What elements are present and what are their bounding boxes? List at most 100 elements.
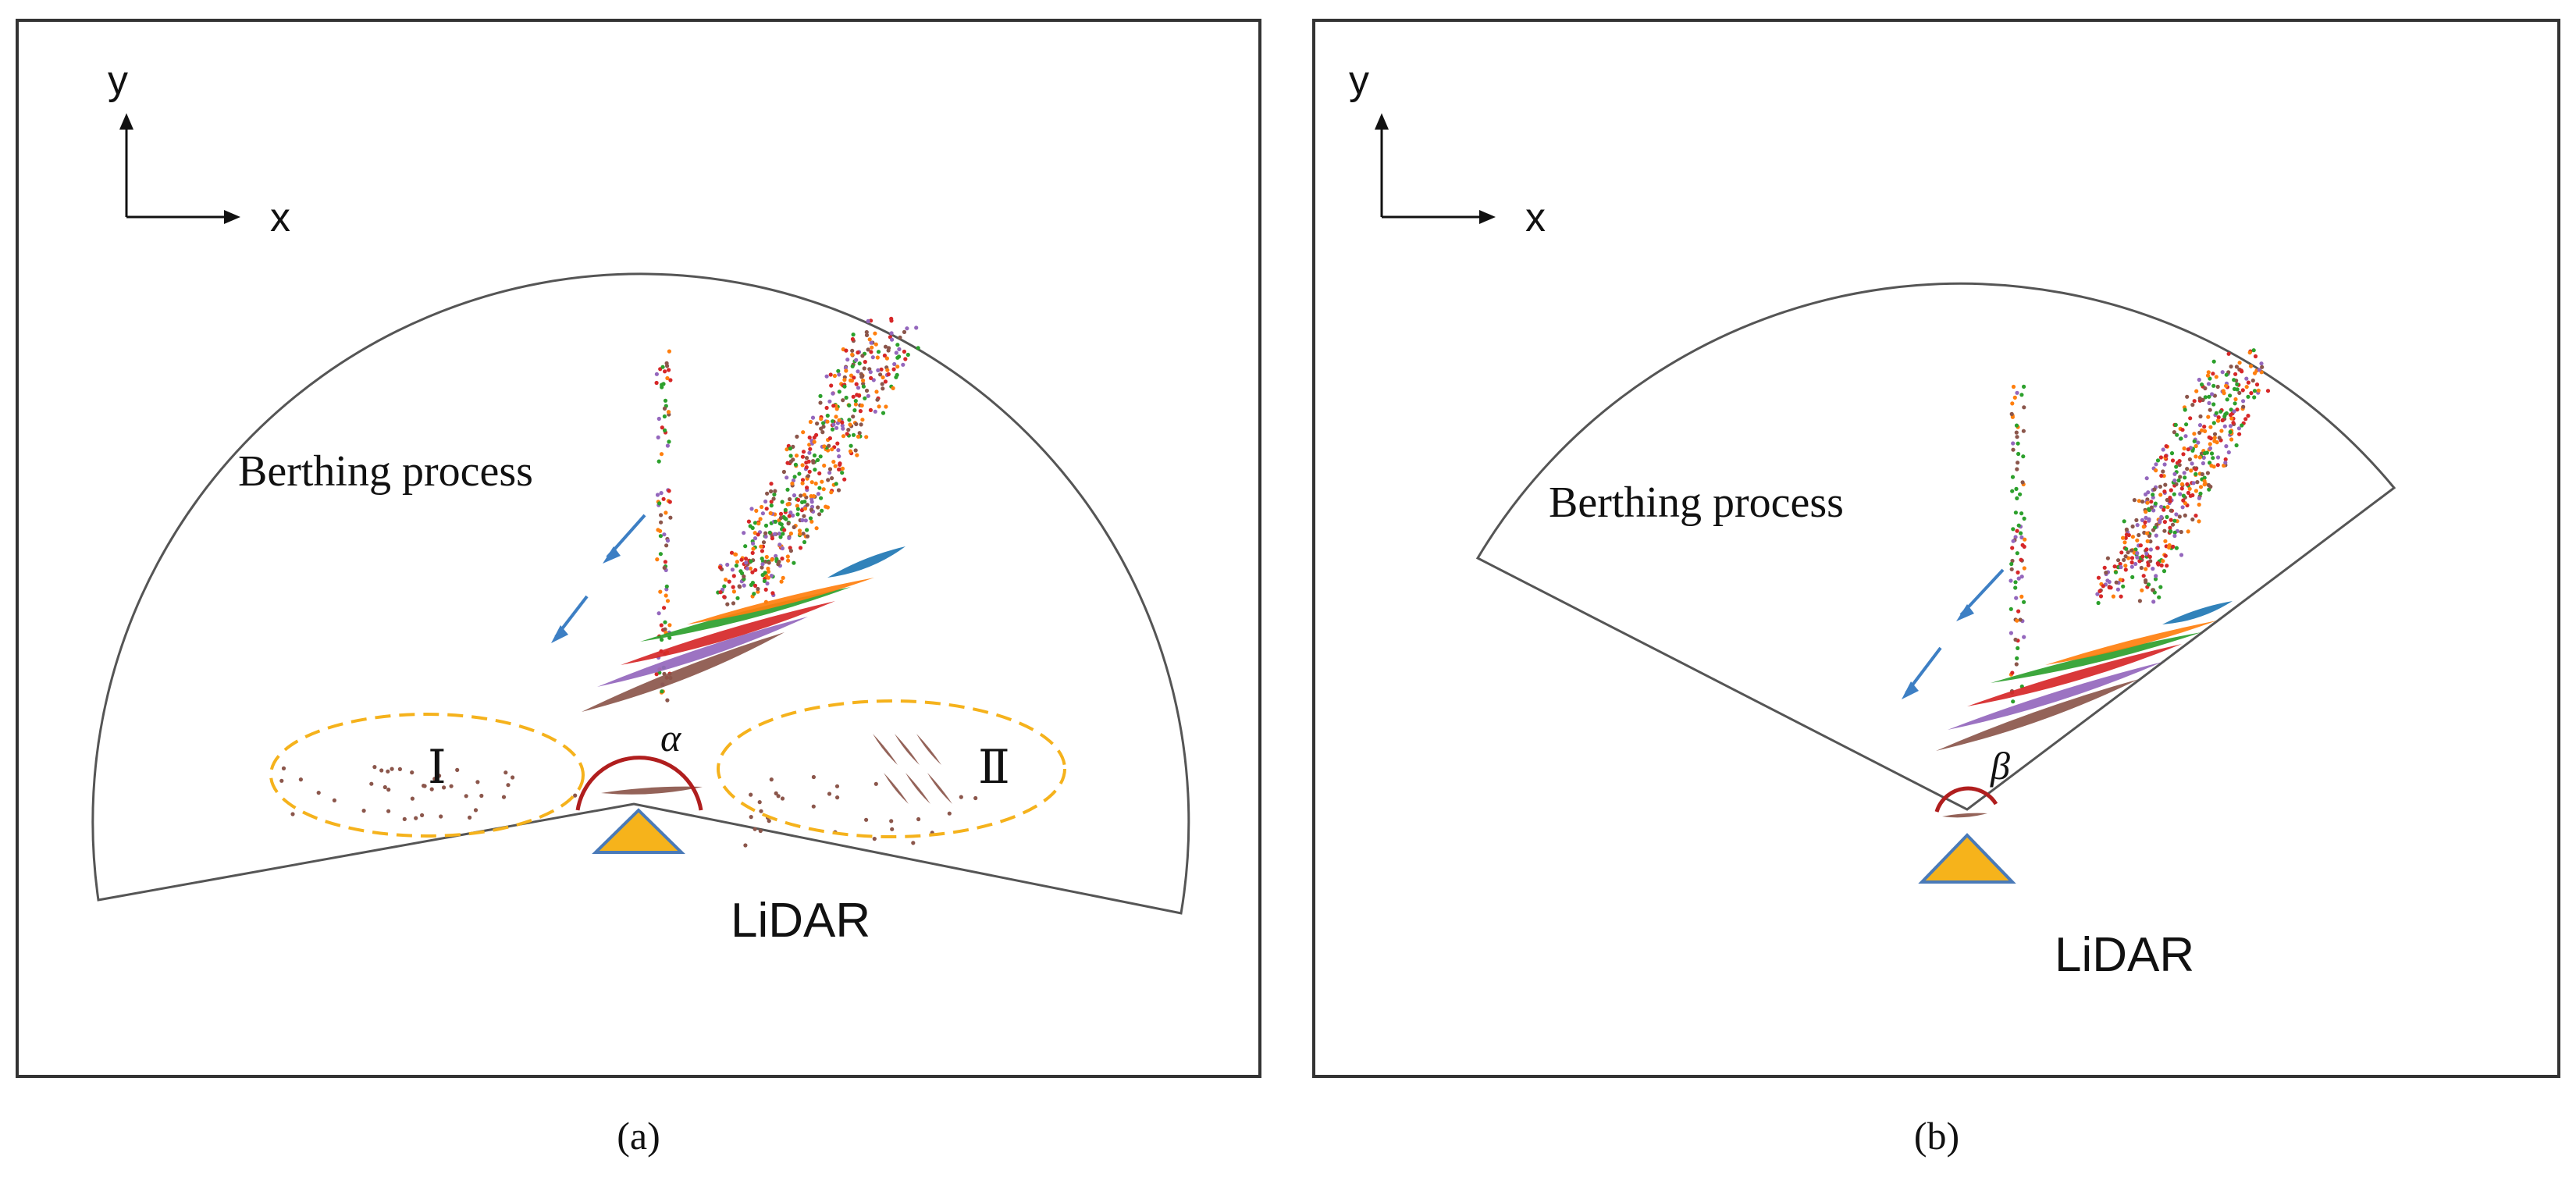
point [791, 478, 796, 483]
point [2235, 387, 2240, 392]
point [2164, 444, 2169, 449]
point [761, 540, 767, 545]
point [916, 816, 921, 822]
point [2181, 452, 2186, 457]
point [2161, 447, 2165, 452]
point [2168, 496, 2172, 500]
point [2224, 372, 2229, 377]
point [760, 573, 765, 578]
point [662, 406, 667, 411]
point [660, 425, 664, 430]
point [894, 375, 898, 379]
point [868, 407, 873, 413]
point [779, 579, 784, 584]
point [655, 493, 660, 497]
point [479, 793, 484, 799]
point [911, 841, 916, 845]
point [2096, 600, 2101, 606]
point [2141, 525, 2146, 529]
point [894, 350, 898, 355]
point [2111, 594, 2115, 599]
point [2186, 490, 2190, 496]
point [763, 531, 768, 535]
point [2200, 471, 2204, 477]
point [2144, 531, 2150, 535]
point [2014, 486, 2019, 492]
point [892, 361, 897, 367]
point [816, 492, 820, 496]
point [2021, 429, 2026, 433]
point [2013, 585, 2018, 590]
point [756, 532, 760, 537]
point [663, 560, 668, 564]
point [830, 476, 834, 481]
point [2151, 508, 2156, 513]
point [834, 407, 839, 411]
point [332, 798, 336, 802]
point [2190, 517, 2195, 522]
point [2179, 529, 2183, 535]
point [805, 503, 809, 507]
point [2226, 450, 2231, 455]
point [816, 505, 820, 510]
point [2185, 482, 2190, 487]
point [2197, 455, 2202, 460]
point [858, 409, 863, 414]
point [2124, 532, 2129, 537]
point [765, 491, 770, 496]
point [2202, 451, 2208, 456]
point [2237, 432, 2242, 436]
point [2014, 662, 2019, 667]
point [654, 380, 659, 386]
point [2220, 418, 2225, 423]
point [825, 413, 830, 418]
point [837, 418, 841, 422]
point [2194, 389, 2199, 393]
point [2233, 397, 2238, 402]
point [2190, 403, 2195, 407]
point [773, 519, 778, 525]
point [856, 369, 860, 374]
point [831, 422, 836, 427]
point [654, 672, 659, 677]
point [2022, 599, 2026, 604]
point [2174, 482, 2179, 487]
point [2019, 594, 2024, 599]
point [2014, 596, 2019, 600]
point [2166, 545, 2172, 550]
point [2155, 561, 2160, 566]
point [757, 800, 762, 805]
point [870, 355, 875, 360]
point [2012, 395, 2017, 400]
point [821, 487, 826, 492]
point [860, 354, 865, 358]
point [840, 420, 845, 425]
point [432, 777, 437, 781]
lidar-label: LiDAR [2055, 928, 2194, 982]
point [817, 512, 822, 517]
point [2016, 441, 2020, 446]
point [860, 374, 865, 379]
point [788, 531, 794, 536]
point [2180, 428, 2185, 432]
point [722, 584, 727, 589]
point [829, 383, 834, 388]
point [794, 454, 799, 458]
x-axis-arrowhead [224, 210, 240, 224]
point [2228, 413, 2233, 418]
point [2215, 384, 2220, 390]
point [2138, 543, 2143, 548]
point [2165, 564, 2169, 568]
region-1-ellipse [269, 713, 585, 838]
point [825, 419, 830, 424]
point [659, 623, 664, 628]
point [2147, 582, 2151, 587]
vessel-track [873, 734, 898, 765]
point [2145, 500, 2150, 505]
point [2234, 365, 2239, 369]
point [2191, 481, 2196, 486]
point [846, 428, 851, 432]
point [831, 404, 836, 408]
point [849, 378, 853, 382]
panel-a-axes: y x [108, 58, 290, 240]
